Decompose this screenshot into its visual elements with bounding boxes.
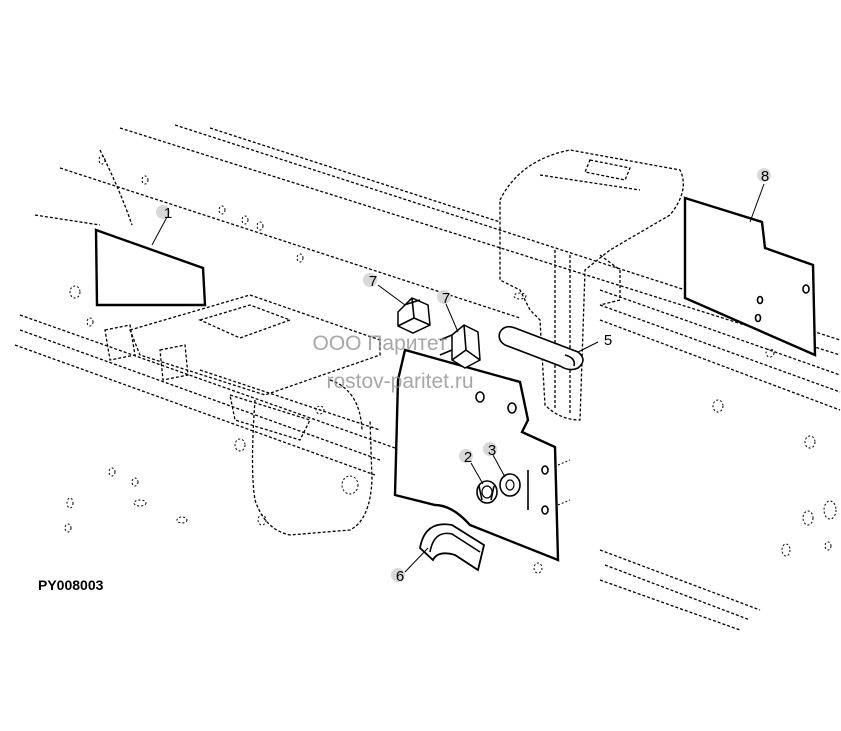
plate-hole xyxy=(507,402,517,414)
part-7-connector-upper xyxy=(397,297,431,334)
plate-hole xyxy=(541,465,549,475)
watermark-line-2: rostov-paritet.ru xyxy=(326,370,473,393)
plate-hole xyxy=(475,391,485,403)
part-8-hole xyxy=(754,313,762,323)
part-1-decal xyxy=(94,228,207,307)
part-5-clip xyxy=(498,325,584,371)
plate-hole xyxy=(541,505,549,515)
part-8-hole xyxy=(756,295,764,305)
frame-bolt-holes xyxy=(64,155,837,574)
callout-leaders xyxy=(151,183,765,573)
callout-8-label: 8 xyxy=(761,168,769,185)
callout-1: 1 xyxy=(156,205,172,222)
part-8-decal xyxy=(683,196,817,357)
part-2-nut xyxy=(476,480,498,504)
part-3-washer xyxy=(499,473,521,497)
callout-2: 2 xyxy=(459,449,473,466)
callout-2-label: 2 xyxy=(464,449,472,466)
part-6-grommet xyxy=(419,523,486,572)
callout-5: 5 xyxy=(604,332,612,349)
callout-7b-label: 7 xyxy=(442,290,450,307)
watermark-line-1: ООО Паритет xyxy=(312,332,447,355)
callout-7a: 7 xyxy=(363,273,377,290)
callout-8: 8 xyxy=(757,168,771,185)
callout-7a-label: 7 xyxy=(369,273,377,290)
callout-3: 3 xyxy=(483,442,497,459)
callout-3-label: 3 xyxy=(488,442,496,459)
part-7-connector-lower xyxy=(439,324,481,369)
callout-5-label: 5 xyxy=(604,332,612,349)
cover-plate xyxy=(393,348,560,562)
drawing-code: PY008003 xyxy=(38,577,104,593)
callout-7b: 7 xyxy=(437,290,451,307)
callout-1-label: 1 xyxy=(164,205,172,222)
part-8-hole xyxy=(802,284,810,294)
callout-6-label: 6 xyxy=(396,568,404,585)
callout-6: 6 xyxy=(391,568,405,585)
